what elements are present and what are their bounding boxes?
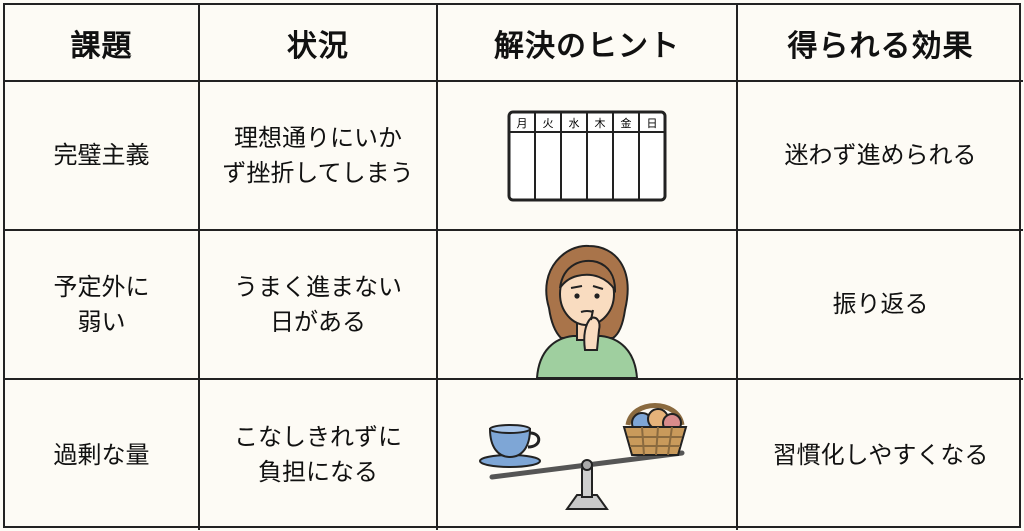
balance-scale-icon [479, 403, 688, 510]
row3-situation-line2: 負担になる [258, 458, 378, 486]
row2-effect: 振り返る [738, 231, 1023, 380]
row2-issue: 予定外に 弱い [5, 231, 200, 380]
row2-situation-line1: うまく進まない [234, 272, 402, 301]
row2-issue-line1: 予定外に [53, 272, 150, 301]
header-issue: 課題 [5, 5, 200, 82]
row1-issue: 完璧主義 [5, 82, 200, 231]
calendar-day-sun: 日 [647, 117, 658, 130]
calendar-day-tue: 火 [543, 117, 554, 130]
row2-situation-line2: 日がある [270, 307, 366, 336]
calendar-day-mon: 月 [517, 117, 528, 130]
row3-hint [438, 380, 738, 530]
row2-issue-line2: 弱い [77, 307, 126, 336]
calendar-day-fri: 金 [621, 116, 632, 130]
header-hint: 解決のヒント [438, 5, 738, 82]
row1-issue-line1: 完璧主義 [53, 141, 150, 170]
row1-situation-line1: 理想通りにいか [234, 123, 402, 152]
row1-effect: 迷わず進められる [738, 82, 1023, 231]
row2-effect-line1: 振り返る [832, 290, 929, 319]
calendar-day-thu: 木 [595, 117, 606, 130]
row2-situation: うまく進まない 日がある [200, 231, 438, 380]
row3-effect-line1: 習慣化しやすくなる [772, 440, 989, 469]
thinking-woman-icon [535, 244, 639, 378]
row3-effect: 習慣化しやすくなる [738, 380, 1023, 530]
row3-issue: 過剰な量 [5, 380, 200, 530]
calendar-day-wed: 水 [569, 117, 580, 130]
row2-hint [438, 231, 738, 380]
row1-situation-line2: ず挫折してしまう [222, 158, 414, 187]
header-situation: 状況 [200, 5, 438, 82]
comparison-table: 課題 状況 解決のヒント 得られる効果 完璧主義 理想通りにいか ず挫折してしま… [3, 3, 1023, 530]
weekly-calendar-icon: 月 火 水 木 金 日 [507, 110, 667, 201]
row3-situation-line1: こなしきれずに [234, 423, 402, 452]
row3-issue-line1: 過剰な量 [53, 440, 150, 469]
header-effect: 得られる効果 [738, 5, 1023, 82]
row1-situation: 理想通りにいか ず挫折してしまう [200, 82, 438, 231]
row3-situation: こなしきれずに 負担になる [200, 380, 438, 530]
row1-effect-line1: 迷わず進められる [784, 141, 977, 170]
row1-hint: 月 火 水 木 金 日 [438, 82, 738, 231]
